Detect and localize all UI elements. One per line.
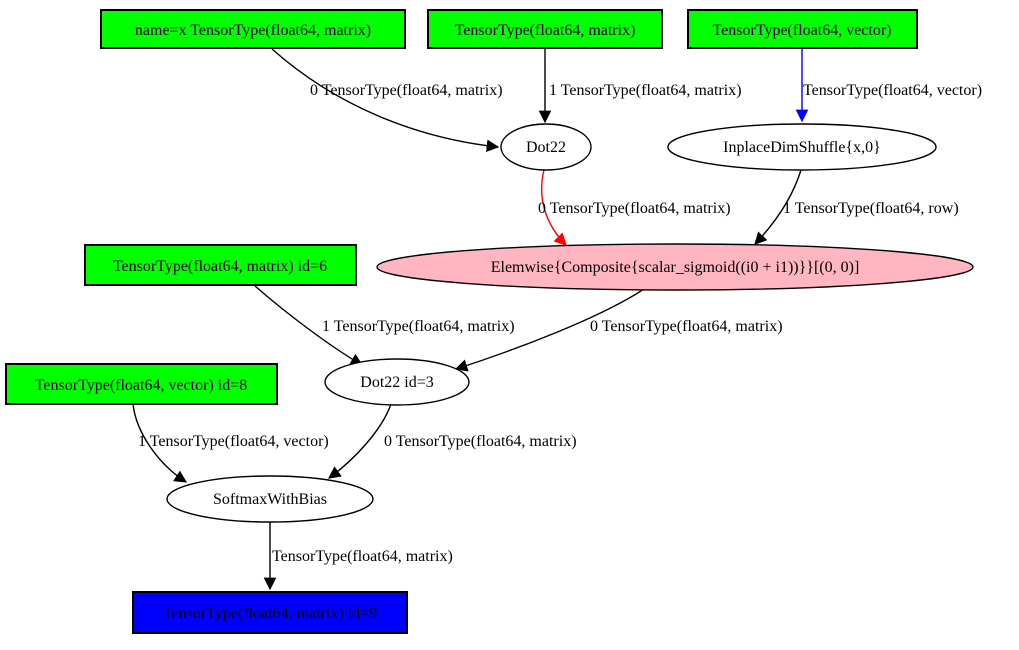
- node-dot22: [500, 123, 592, 171]
- edge-label-id8-to-softmax: 1 TensorType(float64, vector): [138, 433, 329, 450]
- node-dot22-id3-label: Dot22 id=3: [360, 374, 433, 391]
- edge-label-elemwise-to-dot22id3: 0 TensorType(float64, matrix): [590, 318, 783, 335]
- edge-label-dimshuffle-to-elemwise: 1 TensorType(float64, row): [783, 200, 959, 217]
- edge-label-vector-to-dimshuffle: TensorType(float64, vector): [803, 82, 982, 99]
- node-input-vector-label: TensorType(float64, vector): [712, 22, 891, 39]
- edge-id6-to-dot22id3: [254, 285, 364, 366]
- node-elemwise-sigmoid-label: Elemwise{Composite{scalar_sigmoid((i0 + …: [491, 259, 860, 276]
- edge-dot22id3-to-softmax: [327, 403, 392, 479]
- edge-label-id6-to-dot22id3: 1 TensorType(float64, matrix): [322, 318, 515, 335]
- edge-label-softmax-to-output: TensorType(float64, matrix): [272, 548, 453, 565]
- node-input-vector-id8: [5, 363, 278, 405]
- node-dot22-id3: [324, 358, 470, 406]
- node-input-x: [100, 9, 406, 49]
- edge-label-dot22id3-to-softmax: 0 TensorType(float64, matrix): [384, 433, 577, 450]
- node-dot22-label: Dot22: [526, 139, 566, 156]
- edge-elemwise-to-dot22id3: [454, 288, 645, 372]
- edge-dot22-to-elemwise: [540, 169, 567, 246]
- node-elemwise-sigmoid: [376, 243, 974, 291]
- node-input-x-label: name=x TensorType(float64, matrix): [135, 22, 371, 39]
- node-output-id9-label: TensorType(float64, matrix) id=9: [163, 605, 377, 622]
- node-input-matrix-id6-label: TensorType(float64, matrix) id=6: [113, 258, 327, 275]
- edge-label-dot22-to-elemwise: 0 TensorType(float64, matrix): [538, 200, 731, 217]
- node-output-id9: [132, 591, 408, 634]
- node-input-vector: [687, 9, 918, 49]
- node-inplacedimshuffle-label: InplaceDimShuffle{x,0}: [723, 139, 881, 156]
- node-inplacedimshuffle: [667, 123, 937, 171]
- edge-label-matrix-to-dot22: 1 TensorType(float64, matrix): [549, 82, 742, 99]
- edge-id8-to-softmax: [132, 403, 188, 483]
- node-softmaxwithbias-label: SoftmaxWithBias: [213, 491, 327, 508]
- edge-dimshuffle-to-elemwise: [754, 169, 802, 245]
- node-softmaxwithbias: [166, 475, 374, 523]
- node-input-matrix-label: TensorType(float64, matrix): [455, 22, 636, 39]
- node-input-matrix: [427, 9, 663, 49]
- edge-x-to-dot22: [271, 48, 500, 153]
- edge-label-x-to-dot22: 0 TensorType(float64, matrix): [310, 82, 503, 99]
- node-input-matrix-id6: [84, 244, 357, 286]
- node-input-vector-id8-label: TensorType(float64, vector) id=8: [35, 377, 248, 394]
